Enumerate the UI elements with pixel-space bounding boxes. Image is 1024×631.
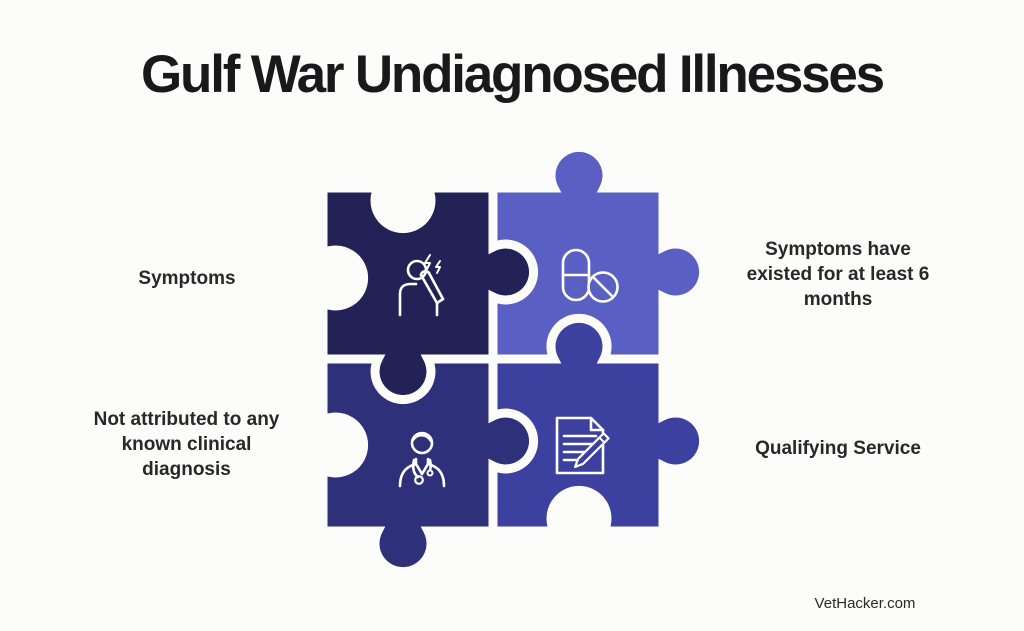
brand-watermark: VetHacker.com xyxy=(814,595,916,612)
document-pencil-icon xyxy=(555,416,610,475)
doctor-icon xyxy=(398,431,446,488)
label-no-clinical-diagnosis: Not attributed to any known clinical dia… xyxy=(93,409,280,480)
label-duration: Symptoms have existed for at least 6 mon… xyxy=(746,239,930,310)
label-qualifying-service: Qualifying Service xyxy=(755,438,921,459)
headache-person-icon xyxy=(398,254,445,317)
pills-icon xyxy=(561,248,619,303)
page-title: Gulf War Undiagnosed Illnesses xyxy=(141,45,885,104)
label-symptoms: Symptoms xyxy=(138,268,236,289)
